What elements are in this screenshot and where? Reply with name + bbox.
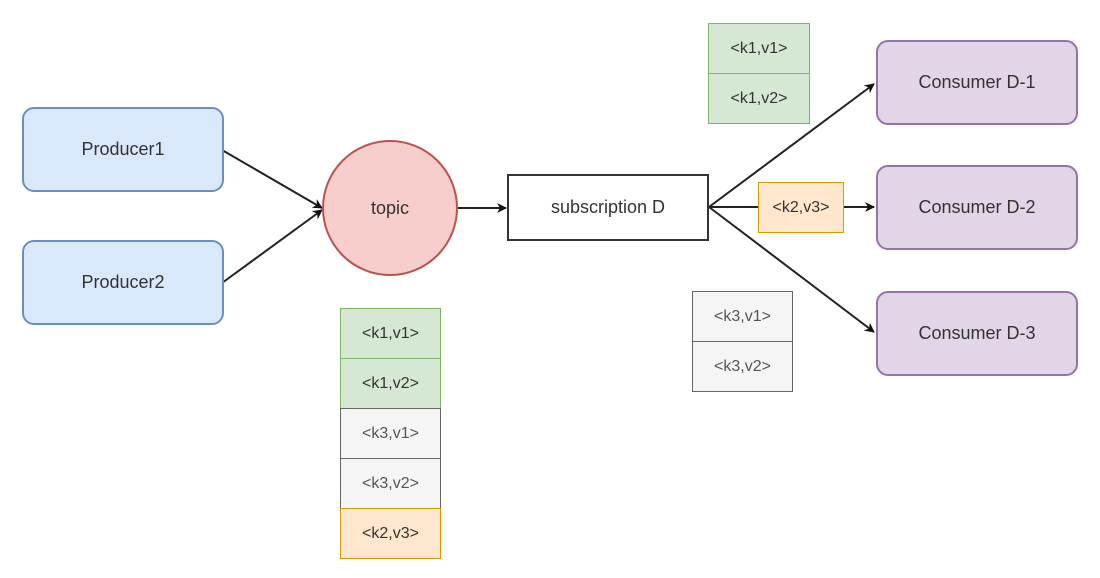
topic-message: <k1,v1> [340, 308, 441, 359]
edge-subscription-consumer3 [708, 206, 875, 333]
topic-node[interactable]: topic [322, 140, 458, 276]
consumer3-message: <k3,v2> [692, 341, 793, 392]
producer1-label: Producer1 [81, 139, 165, 159]
consumer-d2-node[interactable]: Consumer D-2 [876, 165, 1078, 250]
edge-subscription-consumer1 [708, 83, 875, 208]
edge-producer1-topic [221, 149, 323, 209]
topic-message: <k2,v3> [340, 508, 441, 559]
consumer1-message: <k1,v2> [708, 73, 810, 124]
producer1-node[interactable]: Producer1 [22, 107, 224, 192]
consumer2-message: <k2,v3> [758, 182, 844, 233]
consumer-d3-label: Consumer D-3 [918, 323, 1036, 343]
subscription-node[interactable]: subscription D [507, 174, 709, 241]
consumer-d3-node[interactable]: Consumer D-3 [876, 291, 1078, 376]
topic-message: <k1,v2> [340, 358, 441, 409]
producer2-label: Producer2 [81, 272, 165, 292]
topic-message: <k3,v2> [340, 458, 441, 509]
consumer-d2-label: Consumer D-2 [918, 197, 1036, 217]
topic-label: topic [370, 197, 410, 218]
consumer1-message: <k1,v1> [708, 23, 810, 74]
producer2-node[interactable]: Producer2 [22, 240, 224, 325]
consumer-d1-label: Consumer D-1 [918, 72, 1036, 92]
edge-producer2-topic [221, 209, 323, 284]
consumer-d1-node[interactable]: Consumer D-1 [876, 40, 1078, 125]
topic-message: <k3,v1> [340, 408, 441, 459]
consumer3-message: <k3,v1> [692, 291, 793, 342]
subscription-label: subscription D [550, 197, 666, 217]
